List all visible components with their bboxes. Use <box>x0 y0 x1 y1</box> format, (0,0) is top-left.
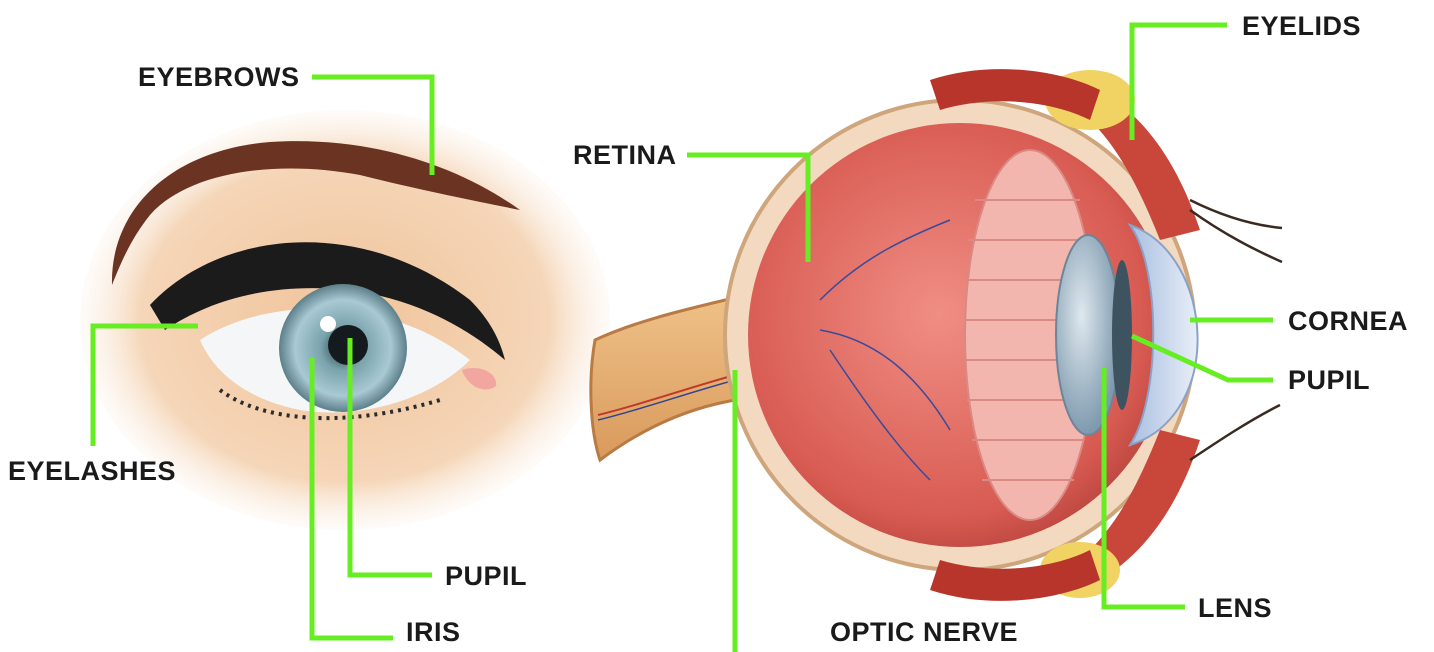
lens <box>1056 235 1120 435</box>
iris-section <box>1112 260 1132 410</box>
label-pupil-left: PUPIL <box>445 563 527 590</box>
label-pupil-right: PUPIL <box>1288 367 1370 394</box>
upper-lashes <box>1190 200 1282 262</box>
label-retina: RETINA <box>573 142 677 169</box>
label-iris: IRIS <box>406 619 461 646</box>
label-eyebrows: EYEBROWS <box>138 64 300 91</box>
lower-lashes <box>1190 405 1280 460</box>
eye-cross-section <box>591 69 1282 601</box>
eye-highlight <box>320 316 336 332</box>
eyelids-leader <box>1132 25 1227 140</box>
label-eyelashes: EYELASHES <box>8 458 176 485</box>
label-optic-nerve: OPTIC NERVE <box>830 619 1018 646</box>
label-lens: LENS <box>1198 595 1272 622</box>
label-eyelids: EYELIDS <box>1242 13 1361 40</box>
label-cornea: CORNEA <box>1288 308 1408 335</box>
